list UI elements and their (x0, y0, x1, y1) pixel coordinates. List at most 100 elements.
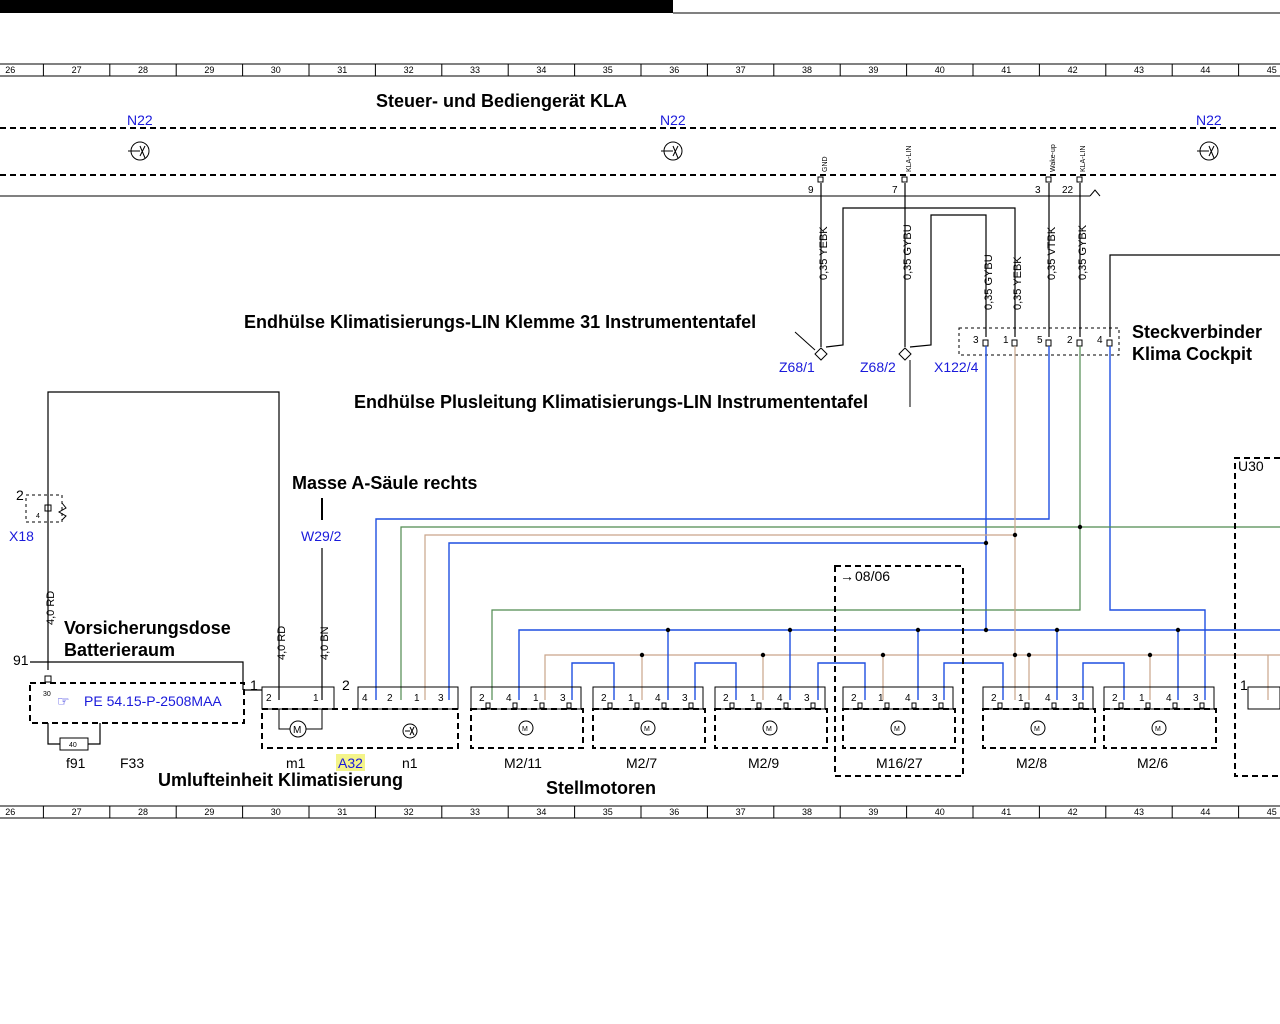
u30-enclosure: U30 1 (1234, 457, 1280, 777)
m16-27-enclosure: → 08/06 (834, 565, 964, 777)
pin-label: 4 (777, 693, 783, 704)
pin-label: 3 (560, 693, 566, 704)
pin-label: 3 (682, 693, 688, 704)
signal-klalin: KLA-LIN (906, 146, 913, 172)
z68-2-link[interactable]: Z68/2 (860, 359, 896, 375)
ground-symbol-3 (1197, 141, 1219, 161)
grid-label: 26 (5, 807, 15, 817)
pin-label: 3 (804, 693, 810, 704)
n22-link-2[interactable]: N22 (660, 112, 686, 128)
ecu-n22: Steuer- und Bediengerät KLA N22 N22 N22 … (0, 91, 1280, 197)
pin-label: 4 (362, 693, 368, 704)
pin-label: 4 (506, 693, 512, 704)
pin-label: 1 (878, 693, 884, 704)
pin-label: 2 (479, 693, 485, 704)
pin-label: 4 (1097, 335, 1103, 346)
pin-label: 9 (808, 185, 814, 196)
grid-label: 32 (404, 807, 414, 817)
n22-link-1[interactable]: N22 (127, 112, 153, 128)
grid-label: 41 (1001, 65, 1011, 75)
ground-symbol-1 (128, 141, 150, 161)
f91-label: f91 (66, 755, 86, 771)
distribution-wires (375, 346, 1280, 700)
pin-label: 1 (628, 693, 634, 704)
wire-label: 0,35 YEBK (818, 226, 830, 280)
connector-x122-4: 3 1 5 2 4 X122/4 Steckverbinder Klima Co… (934, 322, 1262, 375)
pin-label: 3 (1035, 185, 1041, 196)
pin-label: 2 (851, 693, 857, 704)
pin-label: 3 (973, 335, 979, 346)
a32-link[interactable]: A32 (338, 755, 363, 771)
z68-1-link[interactable]: Z68/1 (779, 359, 815, 375)
fuse-x18: 2 4 X18 4,0 RD 4,0 RD Vorsicherungsdose … (9, 391, 288, 771)
pin-label: 2 (342, 677, 350, 693)
grid-label: 29 (204, 807, 214, 817)
motor-icon: M (1155, 726, 1161, 733)
pin-label: 4 (1045, 693, 1051, 704)
motor-icon: M (293, 725, 301, 736)
splice-z68: Endhülse Klimatisierungs-LIN Klemme 31 I… (244, 312, 912, 412)
grid-label: 29 (204, 65, 214, 75)
grid-label: 35 (603, 65, 613, 75)
ground-w29-2: Masse A-Säule rechts W29/2 4,0 BN (292, 473, 477, 700)
wire-label: 0,35 GYBK (1077, 224, 1089, 280)
grid-label: 41 (1001, 807, 1011, 817)
ground-title: Masse A-Säule rechts (292, 473, 477, 493)
pin-label: 30 (43, 691, 51, 698)
wire-label: 0,35 GYBU (983, 254, 995, 310)
ground-symbol-2 (661, 141, 683, 161)
motor-icon: M (522, 726, 528, 733)
ecu-title: Steuer- und Bediengerät KLA (376, 91, 627, 111)
pin-label: 3 (932, 693, 938, 704)
actuator-label: M16/27 (876, 755, 923, 771)
actuator-label: M2/9 (748, 755, 779, 771)
grid-label: 43 (1134, 807, 1144, 817)
u30-label: U30 (1238, 458, 1264, 474)
title-bar (0, 0, 673, 13)
a32-highlight (336, 754, 365, 771)
grid-label: 40 (935, 65, 945, 75)
pin-label: 2 (601, 693, 607, 704)
pin-label: 22 (1062, 185, 1074, 196)
signal-gnd: GND (822, 156, 829, 172)
w29-2-link[interactable]: W29/2 (301, 528, 342, 544)
z68-1-description: Endhülse Klimatisierungs-LIN Klemme 31 I… (244, 312, 756, 332)
pin-label: 4 (1166, 693, 1172, 704)
wire-label: 4,0 BN (319, 626, 331, 660)
actuators-title: Stellmotoren (546, 778, 656, 798)
grid-label: 36 (669, 807, 679, 817)
grid-label: 38 (802, 807, 812, 817)
pe-document-link[interactable]: PE 54.15-P-2508MAA (84, 693, 222, 709)
motor-icon: M (1034, 726, 1040, 733)
pin-label: 1 (1139, 693, 1145, 704)
pin-label: 1 (313, 693, 319, 704)
pin-label: 1 (533, 693, 539, 704)
grid-label: 33 (470, 807, 480, 817)
wire-label: 4,0 RD (45, 591, 57, 625)
x122-4-link[interactable]: X122/4 (934, 359, 979, 375)
pin-label: 1 (1018, 693, 1024, 704)
f33-label: F33 (120, 755, 144, 771)
signal-klalin-2: KLA-LIN (1080, 146, 1087, 172)
pin-label: 5 (1037, 335, 1043, 346)
n22-link-3[interactable]: N22 (1196, 112, 1222, 128)
pin-label: 3 (1072, 693, 1078, 704)
grid-label: 28 (138, 65, 148, 75)
x18-link[interactable]: X18 (9, 528, 34, 544)
date-label: 08/06 (855, 568, 890, 584)
grid-label: 44 (1200, 65, 1210, 75)
pin-label: 1 (1003, 335, 1009, 346)
grid-label: 37 (736, 65, 746, 75)
pin-label: 3 (1193, 693, 1199, 704)
n1-label: n1 (402, 755, 418, 771)
wire-label: 0,35 YEBK (1012, 256, 1024, 310)
grid-label: 26 (5, 65, 15, 75)
arrow-right-icon: → (840, 568, 854, 584)
